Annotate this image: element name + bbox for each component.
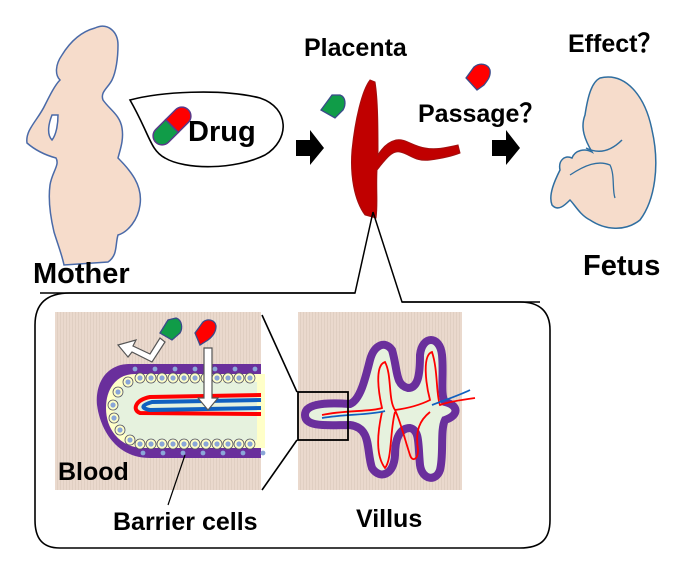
capsule-icon xyxy=(152,106,192,146)
deflect-arrow-icon xyxy=(116,337,166,363)
arrow-right-icon xyxy=(296,130,324,165)
purple-layer-dot xyxy=(192,366,198,372)
green-capsule-half-icon xyxy=(320,94,346,119)
label-barrier-cells: Barrier cells xyxy=(113,508,258,536)
mother-silhouette xyxy=(26,25,142,266)
purple-layer-dot xyxy=(180,450,186,456)
label-fetus: Fetus xyxy=(583,250,661,282)
fetus-limb-line xyxy=(569,162,616,199)
fetus-silhouette xyxy=(550,76,657,229)
purple-layer-dot xyxy=(240,450,246,456)
arrow-right-icon xyxy=(492,130,520,165)
zoom-selection-box xyxy=(297,391,349,441)
placenta-shape xyxy=(351,79,461,219)
label-drug: Drug xyxy=(188,116,256,148)
label-villus: Villus xyxy=(356,505,423,533)
purple-layer-dot xyxy=(260,450,266,456)
detail-panel xyxy=(34,292,551,549)
villus-vessel-blue xyxy=(321,389,471,419)
label-mother: Mother xyxy=(33,258,130,290)
cell-nucleus xyxy=(159,375,165,381)
cell-nucleus xyxy=(110,402,116,408)
vessel-blue xyxy=(141,398,262,413)
purple-layer-dot xyxy=(252,366,258,372)
purple-layer-dot xyxy=(160,450,166,456)
cell-nucleus xyxy=(247,441,253,447)
cell-nucleus xyxy=(148,441,154,447)
purple-layer-dot xyxy=(140,450,146,456)
barrier-cells-group xyxy=(107,366,266,456)
cell-nucleus xyxy=(225,375,231,381)
red-capsule-half-icon xyxy=(465,63,491,91)
cell-nucleus xyxy=(214,441,220,447)
label-placenta: Placenta xyxy=(304,34,407,62)
cell-nucleus xyxy=(214,375,220,381)
barrier-cells-leader xyxy=(167,454,186,506)
cell-nucleus xyxy=(125,379,131,385)
purple-layer-dot xyxy=(232,366,238,372)
cell-nucleus xyxy=(170,375,176,381)
zoom-callout-line xyxy=(372,211,540,303)
purple-layer-dot xyxy=(220,450,226,456)
label-blood: Blood xyxy=(58,458,129,486)
cell-nucleus xyxy=(111,415,117,421)
label-passage: Passage？ xyxy=(418,100,545,128)
zoom-callout-line xyxy=(261,314,298,393)
green-capsule-half-icon xyxy=(159,317,183,341)
red-capsule-half-icon xyxy=(194,319,217,346)
cell-nucleus xyxy=(236,441,242,447)
purple-layer-dot xyxy=(152,366,158,372)
fetus-limb-line xyxy=(585,139,623,152)
speech-bubble xyxy=(128,91,284,168)
cell-nucleus xyxy=(115,389,121,395)
purple-layer-dot xyxy=(172,366,178,372)
cell-nucleus xyxy=(236,375,242,381)
zoom-callout-line xyxy=(261,439,298,491)
cell-nucleus xyxy=(181,375,187,381)
cell-nucleus xyxy=(170,441,176,447)
cell-nucleus xyxy=(225,441,231,447)
cell-nucleus xyxy=(203,441,209,447)
down-arrow-icon xyxy=(196,347,220,411)
cell-nucleus xyxy=(181,441,187,447)
purple-layer-dot xyxy=(132,366,138,372)
cell-nucleus xyxy=(127,437,133,443)
cell-nucleus xyxy=(159,441,165,447)
cell-nucleus xyxy=(192,441,198,447)
cell-nucleus xyxy=(117,427,123,433)
cell-nucleus xyxy=(192,375,198,381)
cell-nucleus xyxy=(137,441,143,447)
purple-layer-dot xyxy=(212,366,218,372)
cell-nucleus xyxy=(148,375,154,381)
vessel-red xyxy=(133,393,262,416)
label-effect: Effect？ xyxy=(568,30,663,58)
cell-nucleus xyxy=(137,375,143,381)
cell-nucleus xyxy=(247,375,253,381)
purple-layer-dot xyxy=(200,450,206,456)
